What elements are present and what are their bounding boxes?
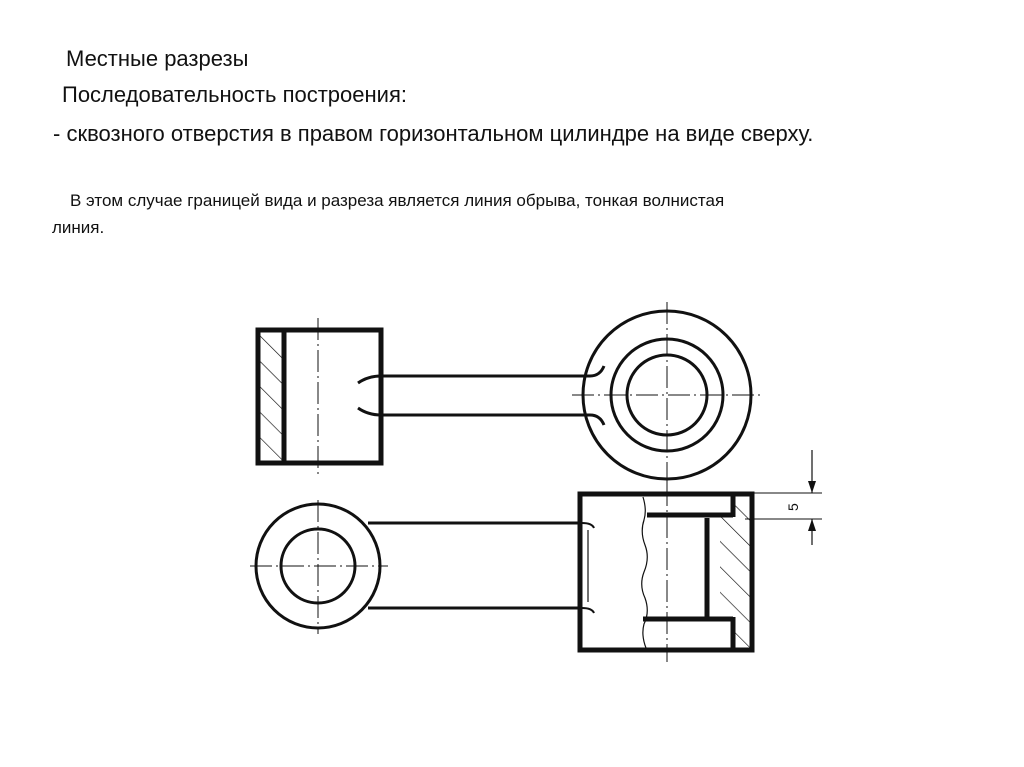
dimension-label: 5 — [785, 503, 801, 511]
note-line-2: линия. — [52, 218, 105, 237]
front-view — [255, 302, 762, 488]
slide-subtitle: Последовательность построения: — [62, 82, 407, 107]
note-line-1: В этом случае границей вида и разреза яв… — [70, 191, 725, 210]
slide-title: Местные разрезы — [66, 46, 249, 71]
note-text: В этом случае границей вида и разреза яв… — [52, 187, 970, 241]
top-view: 5 — [250, 450, 822, 662]
step-text: - сквозного отверстия в правом горизонта… — [53, 121, 814, 146]
